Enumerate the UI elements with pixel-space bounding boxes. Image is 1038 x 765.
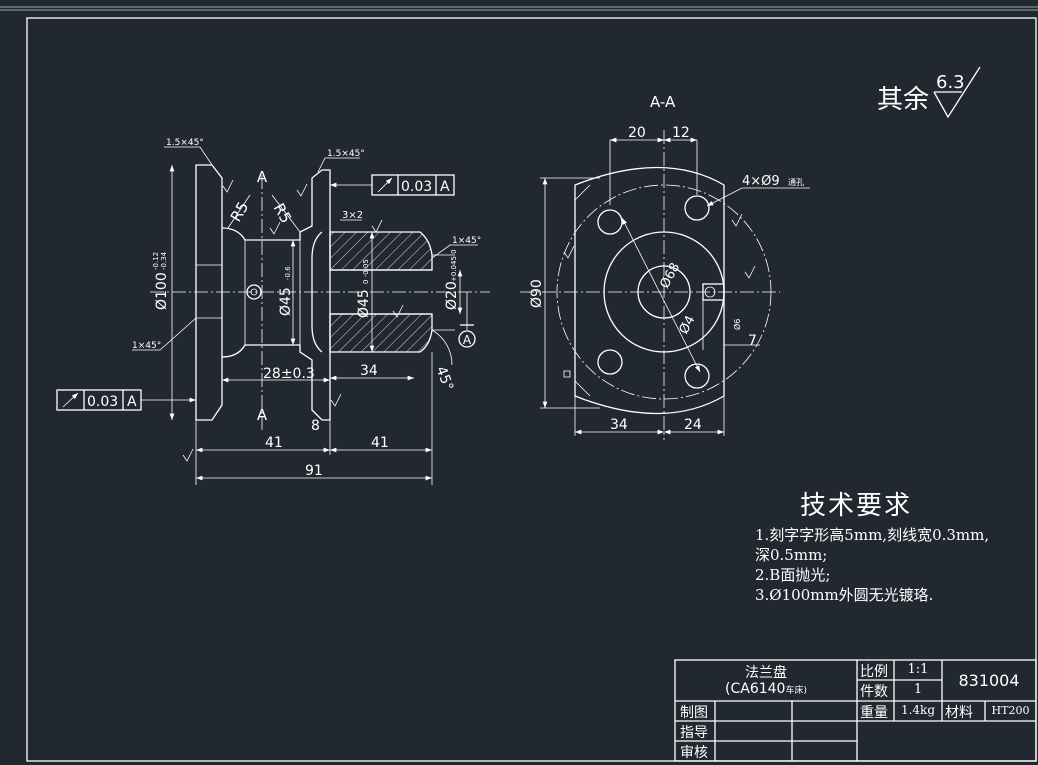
hatch-lower — [329, 313, 433, 353]
dim-dia-6: Ø6 — [732, 319, 742, 330]
dim-34-section: 34 — [610, 417, 628, 433]
dim-91: 91 — [305, 463, 323, 479]
runout-top-datum: A — [440, 179, 450, 195]
tech-requirement-item: 1.刻字字形高5mm,刻线宽0.3mm, — [755, 526, 990, 544]
holes-label: 4×Ø9 — [742, 174, 780, 189]
part-name: 法兰盘 — [745, 665, 787, 681]
section-title: A-A — [650, 93, 676, 111]
svg-text:-0.34: -0.34 — [160, 251, 168, 270]
tech-requirement-item: 3.Ø100mm外圆无光镀珞. — [755, 586, 934, 604]
tech-requirements-list: 1.刻字字形高5mm,刻线宽0.3mm, 深0.5mm; 2.B面抛光; 3.Ø… — [755, 525, 1030, 605]
svg-text:-0.12: -0.12 — [152, 252, 160, 270]
runout-left-value: 0.03 — [87, 394, 118, 410]
dim-dia-20: Ø20 — [444, 281, 460, 310]
dim-41-left: 41 — [265, 435, 283, 451]
svg-text:-0.6: -0.6 — [284, 266, 292, 280]
dim-7: 7 — [748, 333, 757, 349]
chamfer-top-left-label: 1.5×45° — [166, 138, 204, 148]
runout-frame-top: 0.03 A — [330, 174, 455, 196]
drawn-label: 制图 — [680, 705, 708, 721]
svg-text:0 -0.05: 0 -0.05 — [362, 259, 370, 284]
radius-label-2: R5 — [270, 200, 296, 226]
dim-8: 8 — [311, 418, 320, 434]
material-value: HT200 — [991, 704, 1030, 717]
guide-label: 指导 — [680, 725, 708, 741]
machine-name: (CA6140车床) — [725, 681, 807, 697]
dim-24: 24 — [684, 417, 702, 433]
flange-disk — [195, 164, 223, 421]
dim-28: 28±0.3 — [263, 366, 315, 382]
datum-symbol: A — [458, 292, 476, 348]
finish-prefix: 其余 — [877, 85, 929, 115]
section-mark-top: A — [257, 168, 268, 186]
dim-dia-45-b: Ø45 — [356, 289, 372, 318]
dim-12: 12 — [672, 125, 690, 141]
dim-34-front: 34 — [360, 363, 378, 379]
title-block — [674, 659, 1037, 762]
hatch-upper — [329, 231, 433, 271]
scale-value: 1:1 — [907, 662, 929, 677]
drawing-number: 831004 — [958, 671, 1020, 690]
tech-requirement-item: 2.B面抛光; — [755, 566, 831, 584]
material-label: 材料 — [945, 705, 973, 721]
dim-20: 20 — [628, 125, 646, 141]
roughness-symbols-front — [182, 179, 404, 462]
dim-41-right: 41 — [371, 435, 389, 451]
dim-dia-100: Ø100 — [154, 272, 170, 310]
svg-text:+0.045 0: +0.045 0 — [450, 249, 458, 282]
finish-value: 6.3 — [936, 72, 965, 93]
runout-frame-left: 0.03 A — [56, 389, 196, 411]
general-surface-finish: 其余 6.3 — [877, 66, 981, 119]
chamfer-top-mid-label: 1.5×45° — [327, 149, 365, 159]
qty-value: 1 — [913, 682, 923, 697]
front-view: A A 1.5×45° 1.5×45° 1×45° 1×45° R5 R5 3×… — [56, 138, 490, 485]
tech-requirement-item: 深0.5mm; — [755, 546, 828, 564]
runout-left-datum: A — [127, 394, 137, 410]
svg-text:通孔: 通孔 — [788, 177, 804, 187]
review-label: 审核 — [680, 745, 708, 761]
qty-label: 件数 — [860, 684, 888, 700]
scale-label: 比例 — [860, 664, 888, 680]
drawing-frame — [0, 6, 1038, 762]
runout-top-value: 0.03 — [401, 179, 432, 195]
section-mark-bottom: A — [257, 406, 268, 424]
flange-outline-section — [574, 166, 725, 415]
dim-dia-4: Ø4 — [677, 313, 699, 336]
section-view: A-A Ø90 20 12 4×Ø9 通孔 — [520, 93, 810, 440]
weight-value: 1.4kg — [900, 703, 936, 717]
chamfer-right-label: 1×45° — [452, 236, 481, 246]
tech-requirements-title: 技术要求 — [800, 491, 913, 521]
dim-dia-68: Ø68 — [657, 260, 683, 291]
groove-label: 3×2 — [342, 210, 363, 221]
angle-45: 45° — [433, 364, 457, 393]
radius-label-1: R5 — [227, 199, 253, 225]
dim-dia-90: Ø90 — [529, 279, 545, 308]
chamfer-left-label: 1×45° — [132, 341, 161, 351]
dim-dia-45-a: Ø45 — [278, 287, 294, 316]
svg-text:A: A — [463, 333, 472, 347]
small-hole — [246, 284, 262, 300]
weight-label: 重量 — [860, 705, 888, 721]
